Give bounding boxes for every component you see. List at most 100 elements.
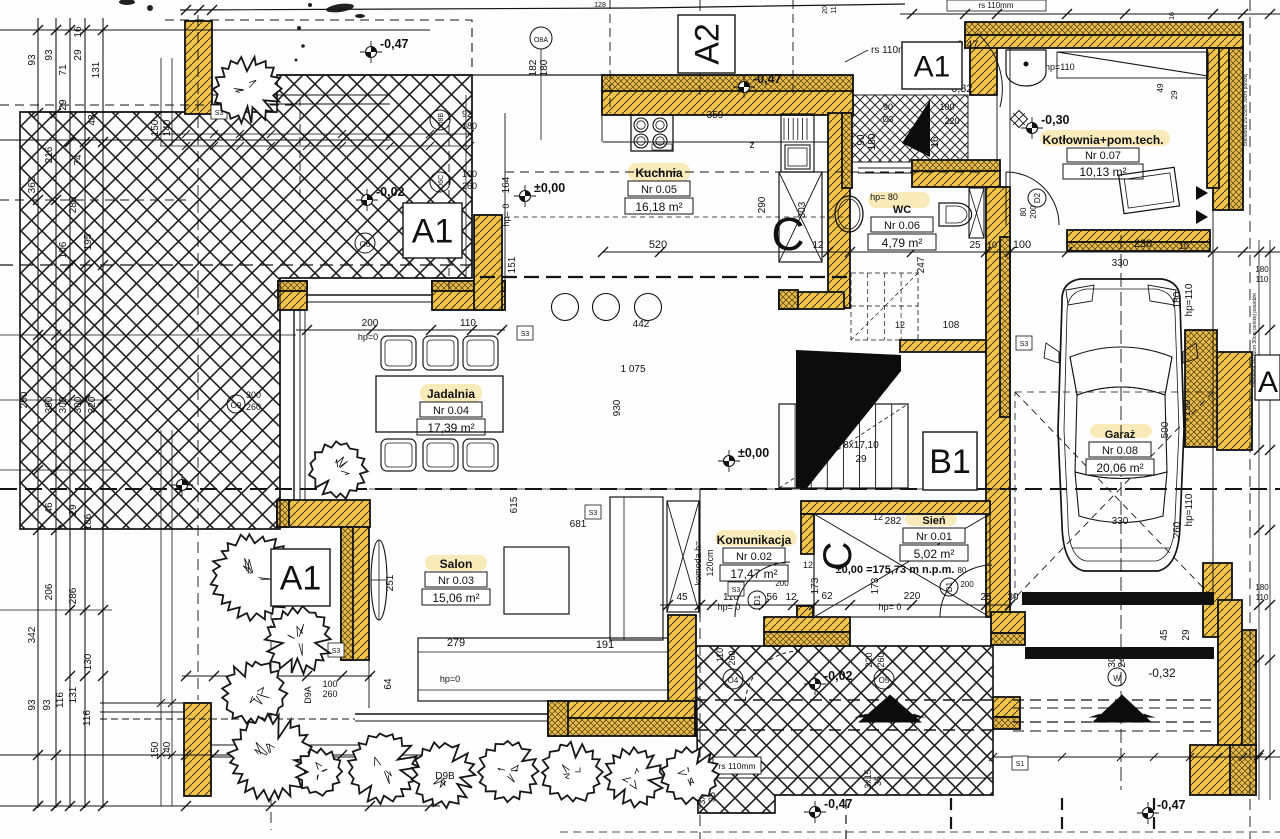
svg-text:Kotłownia+pom.tech.: Kotłownia+pom.tech. (1042, 133, 1163, 147)
svg-text:-0,32: -0,32 (1148, 666, 1176, 680)
svg-text:93: 93 (44, 49, 55, 61)
svg-text:303: 303 (797, 201, 808, 218)
svg-text:74: 74 (73, 154, 84, 166)
svg-text:12: 12 (812, 240, 824, 251)
svg-text:-0,47: -0,47 (753, 72, 782, 86)
svg-text:182: 182 (528, 59, 539, 76)
svg-text:200: 200 (362, 318, 379, 329)
svg-text:10: 10 (1179, 241, 1189, 251)
svg-text:16: 16 (930, 136, 941, 148)
svg-text:108: 108 (943, 320, 960, 331)
svg-text:90: 90 (883, 102, 893, 112)
svg-text:216: 216 (44, 146, 55, 163)
svg-text:hp=0: hp=0 (358, 332, 378, 342)
svg-text:12: 12 (895, 320, 905, 330)
svg-text:O4: O4 (728, 676, 739, 685)
svg-text:220: 220 (864, 652, 874, 667)
svg-text:200: 200 (775, 579, 789, 588)
svg-text:A1: A1 (412, 213, 454, 251)
svg-text:93: 93 (27, 54, 38, 66)
svg-text:±0,00: ±0,00 (534, 181, 565, 195)
svg-text:B1: B1 (929, 443, 971, 481)
svg-text:247: 247 (916, 256, 927, 273)
svg-text:300: 300 (58, 396, 69, 413)
svg-text:Nr 0.02: Nr 0.02 (736, 551, 772, 563)
svg-text:290: 290 (757, 196, 768, 213)
svg-text:A1: A1 (914, 50, 951, 83)
svg-text:Sień: Sień (922, 515, 946, 527)
svg-text:220: 220 (944, 116, 959, 126)
svg-text:282: 282 (885, 516, 902, 527)
svg-text:359: 359 (707, 110, 724, 121)
svg-text:±0,00 =175,73 m n.p.m.: ±0,00 =175,73 m n.p.m. (836, 564, 955, 576)
svg-text:180: 180 (867, 133, 878, 150)
svg-text:D9A: D9A (303, 686, 313, 704)
svg-text:-0,02: -0,02 (376, 185, 405, 199)
svg-text:S3: S3 (215, 110, 224, 117)
svg-text:150: 150 (150, 119, 161, 136)
svg-text:D2: D2 (1033, 192, 1042, 203)
svg-text:128: 128 (594, 2, 606, 9)
svg-text:46: 46 (44, 502, 55, 514)
svg-text:260: 260 (322, 689, 337, 699)
svg-text:hp= 0: hp= 0 (501, 204, 511, 227)
svg-text:180: 180 (1255, 265, 1269, 274)
svg-text:150: 150 (150, 741, 161, 758)
svg-text:320: 320 (87, 396, 98, 413)
svg-text:180: 180 (1172, 291, 1183, 308)
svg-text:200: 200 (960, 580, 974, 589)
svg-text:230: 230 (1134, 238, 1152, 250)
svg-text:D9B: D9B (435, 771, 455, 782)
svg-text:S1: S1 (1016, 761, 1025, 768)
svg-text:20: 20 (822, 6, 829, 14)
svg-text:29: 29 (1181, 629, 1192, 641)
svg-text:300: 300 (73, 396, 84, 413)
svg-text:195: 195 (83, 233, 94, 250)
svg-text:16,18 m²: 16,18 m² (635, 200, 682, 214)
svg-text:362: 362 (27, 176, 38, 193)
svg-text:681: 681 (570, 519, 587, 530)
svg-text:Nr 0.01: Nr 0.01 (916, 531, 952, 543)
svg-text:110: 110 (1256, 593, 1269, 602)
svg-text:Nr 0.08: Nr 0.08 (1102, 445, 1138, 457)
svg-text:O5: O5 (879, 676, 890, 685)
svg-text:O8B: O8B (438, 113, 445, 127)
svg-text:151: 151 (507, 256, 518, 273)
svg-text:110: 110 (715, 648, 725, 662)
svg-text:24: 24 (1117, 656, 1128, 668)
svg-text:164: 164 (501, 176, 512, 193)
svg-text:Nr 0.03: Nr 0.03 (438, 575, 474, 587)
svg-text:16: 16 (1169, 12, 1176, 20)
svg-text:29: 29 (1170, 90, 1179, 99)
svg-text:Kuchnia: Kuchnia (635, 166, 683, 180)
svg-text:106: 106 (58, 241, 69, 258)
svg-text:Ø3: Ø3 (883, 115, 894, 124)
svg-text:80: 80 (958, 566, 967, 575)
svg-text:200: 200 (1029, 205, 1038, 219)
svg-text:12: 12 (785, 592, 797, 603)
svg-text:4,79 m²: 4,79 m² (882, 236, 923, 250)
svg-text:C: C (771, 208, 804, 260)
svg-text:120cm: 120cm (705, 549, 715, 576)
svg-text:116: 116 (82, 710, 93, 726)
svg-text:20,06 m²: 20,06 m² (1096, 461, 1143, 475)
svg-text:100: 100 (939, 102, 954, 112)
svg-text:Garaż: Garaż (1105, 429, 1136, 441)
svg-text:S3: S3 (521, 331, 530, 338)
svg-text:A2: A2 (689, 23, 727, 65)
svg-text:100: 100 (322, 679, 337, 689)
svg-text:O6C: O6C (438, 175, 445, 189)
svg-text:93: 93 (42, 699, 53, 711)
svg-text:29: 29 (855, 454, 867, 465)
svg-text:8x17,10: 8x17,10 (843, 440, 879, 451)
svg-text:Nr 0.07: Nr 0.07 (1085, 150, 1121, 162)
svg-text:W: W (1113, 674, 1121, 683)
svg-text:48: 48 (87, 114, 98, 126)
svg-text:140: 140 (162, 741, 173, 758)
svg-text:260: 260 (19, 391, 30, 408)
svg-text:29: 29 (73, 49, 84, 61)
svg-text:hp=110: hp=110 (1184, 283, 1195, 316)
svg-text:O9: O9 (231, 401, 242, 410)
svg-text:116: 116 (55, 692, 66, 708)
svg-text:hp= 0: hp= 0 (718, 602, 741, 612)
